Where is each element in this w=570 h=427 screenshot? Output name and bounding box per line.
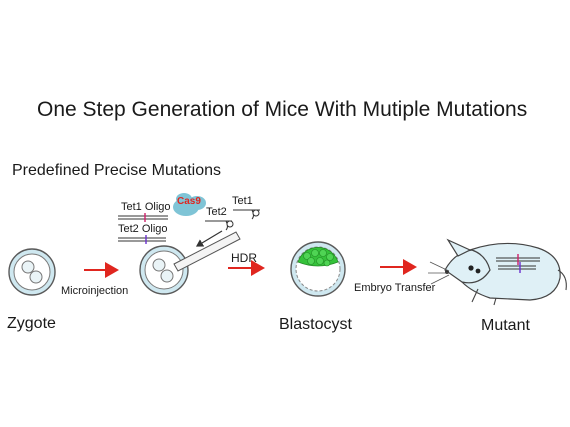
step-label-microinjection: Microinjection [61,285,129,297]
zygote-cell [8,248,56,296]
stage-label-zygote: Zygote [7,315,56,332]
step-label-hdr: HDR [231,251,257,265]
blastocyst-cell [290,241,346,297]
injection-arrow [195,230,223,247]
stage-label-blastocyst: Blastocyst [279,316,352,333]
tet2-guide [205,220,234,231]
diagram-subtitle: Predefined Precise Mutations [12,162,221,179]
diagram-title: One Step Generation of Mice With Mutiple… [37,98,528,121]
reagent-label-tet2: Tet2 [206,206,227,218]
tet1-oligo-strand [118,213,168,222]
step-label-embryo-transfer: Embryo Transfer [354,282,436,294]
reagent-label-tet2-oligo: Tet2 Oligo [118,223,168,235]
mutant-mouse [428,238,567,306]
reagent-label-cas9: Cas9 [177,196,201,207]
tet1-guide [233,209,260,220]
stage-label-mutant: Mutant [481,317,530,334]
injected-zygote-cell [139,245,189,295]
cas9-protein [173,193,206,216]
tet2-oligo-strand [118,235,166,244]
reagent-label-tet1: Tet1 [232,195,253,207]
injection-needle [173,231,241,272]
reagent-label-tet1-oligo: Tet1 Oligo [121,201,171,213]
